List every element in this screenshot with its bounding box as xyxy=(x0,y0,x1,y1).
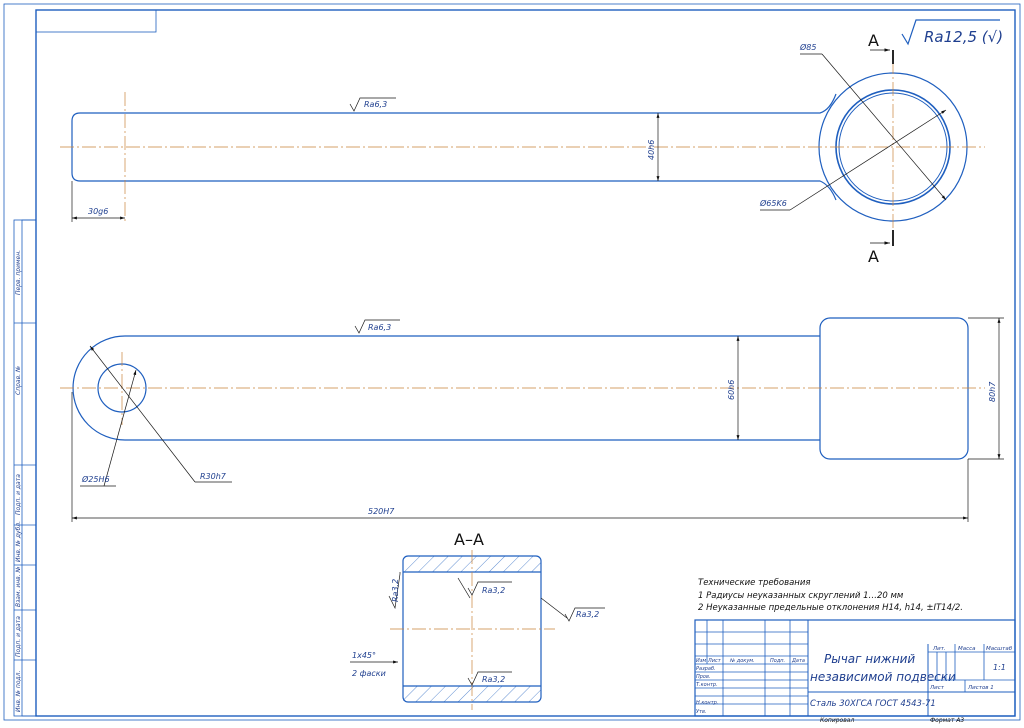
dim-d25: Ø25H6 xyxy=(81,474,110,484)
general-roughness-label: Ra12,5 (√) xyxy=(924,28,1003,46)
dim-h40: 40h6 xyxy=(647,140,656,160)
tb-mass-label: Масса xyxy=(958,646,976,652)
bottom-view: 60h6 80h7 Ø25H6 R30h7 520H7 Ra6,3 xyxy=(60,317,1004,522)
section-title: A–A xyxy=(454,530,484,549)
tb-utv: Утв. xyxy=(696,709,707,715)
tb-name-line2: независимой подвески xyxy=(810,670,956,684)
roughness-top-arm: Ra6,3 xyxy=(364,100,387,109)
tb-tkontr: Т.контр. xyxy=(696,682,718,688)
roughness-section-top: Ra3,2 xyxy=(482,586,505,595)
top-view: A A Ø85 Ø65K6 40h6 30g6 Ra6,3 xyxy=(60,31,985,266)
dim-h80: 80h7 xyxy=(988,381,997,402)
tb-sheet-label: Лист xyxy=(929,685,945,691)
dim-h60: 60h6 xyxy=(727,380,736,400)
dim-chamfer-2: 2 фаски xyxy=(352,669,386,678)
roughness-section-right: Ra3,2 xyxy=(576,610,599,619)
dim-len520: 520H7 xyxy=(368,507,395,516)
footer-format: Формат А3 xyxy=(930,717,964,724)
stamp-podp1: Подп. и дата xyxy=(15,474,22,515)
section-a-a: A–A 1x45° 2 фаски Ra3,2 Ra3,2 Ra3,2 Ra3,… xyxy=(350,530,605,710)
tb-lit-label: Лит. xyxy=(932,646,946,652)
tech-req-title: Технические требования xyxy=(698,578,810,588)
tb-list: Лист xyxy=(707,658,722,664)
tb-name-line1: Рычаг нижний xyxy=(824,652,915,666)
roughness-section-bottom: Ra3,2 xyxy=(482,675,505,684)
dim-d85: Ø85 xyxy=(799,42,816,52)
roughness-bottom-arm: Ra6,3 xyxy=(368,323,391,332)
stamp-perv: Перв. примен. xyxy=(15,250,22,295)
tech-requirements: Технические требования 1 Радиусы неуказа… xyxy=(698,578,963,613)
tb-izm: Изм xyxy=(696,658,706,664)
section-mark-bottom: A xyxy=(868,247,879,266)
tb-doc: № докум. xyxy=(729,658,755,664)
tb-prov: Пров. xyxy=(696,674,711,680)
stamp-podp2: Подп. и дата xyxy=(15,616,22,657)
tb-sign: Подп. xyxy=(770,658,785,664)
footer-copied: Копировал xyxy=(820,717,854,724)
tb-nkontr: Н.контр. xyxy=(696,700,718,706)
title-block: Изм Лист № докум. Подп. Дата Разраб. Про… xyxy=(694,619,1016,717)
dim-d65: Ø65K6 xyxy=(759,198,787,208)
tech-req-line1: 1 Радиусы неуказанных скруглений 1…20 мм xyxy=(698,591,904,601)
footer: Копировал Формат А3 xyxy=(820,717,964,724)
general-roughness: Ra12,5 (√) xyxy=(901,19,1003,46)
dim-chamfer-1: 1x45° xyxy=(352,651,376,660)
tb-date: Дата xyxy=(791,658,805,664)
dim-r30: R30h7 xyxy=(200,472,227,481)
tb-razrab: Разраб. xyxy=(696,666,716,672)
stamp-inv-dubl: Инв. № дубл. xyxy=(15,521,22,562)
tb-sheets-label: Листов 1 xyxy=(967,685,994,691)
section-mark-top: A xyxy=(868,31,879,50)
stamp-sprav: Справ. № xyxy=(15,366,22,395)
stamp-vzam: Взам. инв. № xyxy=(15,566,22,607)
roughness-section-left: Ra3,2 xyxy=(391,579,400,602)
dim-w30: 30g6 xyxy=(88,207,108,216)
tech-req-line2: 2 Неуказанные предельные отклонения H14,… xyxy=(698,603,963,613)
stamp-inv-podl: Инв. № подл. xyxy=(15,671,22,712)
tb-material: Сталь 30ХГСА ГОСТ 4543-71 xyxy=(810,699,936,709)
side-stamp-column: Перв. примен. Справ. № Подп. и дата Инв.… xyxy=(13,219,37,717)
tb-scale-value: 1:1 xyxy=(993,663,1006,672)
tb-scale-label: Масштаб xyxy=(986,646,1013,652)
